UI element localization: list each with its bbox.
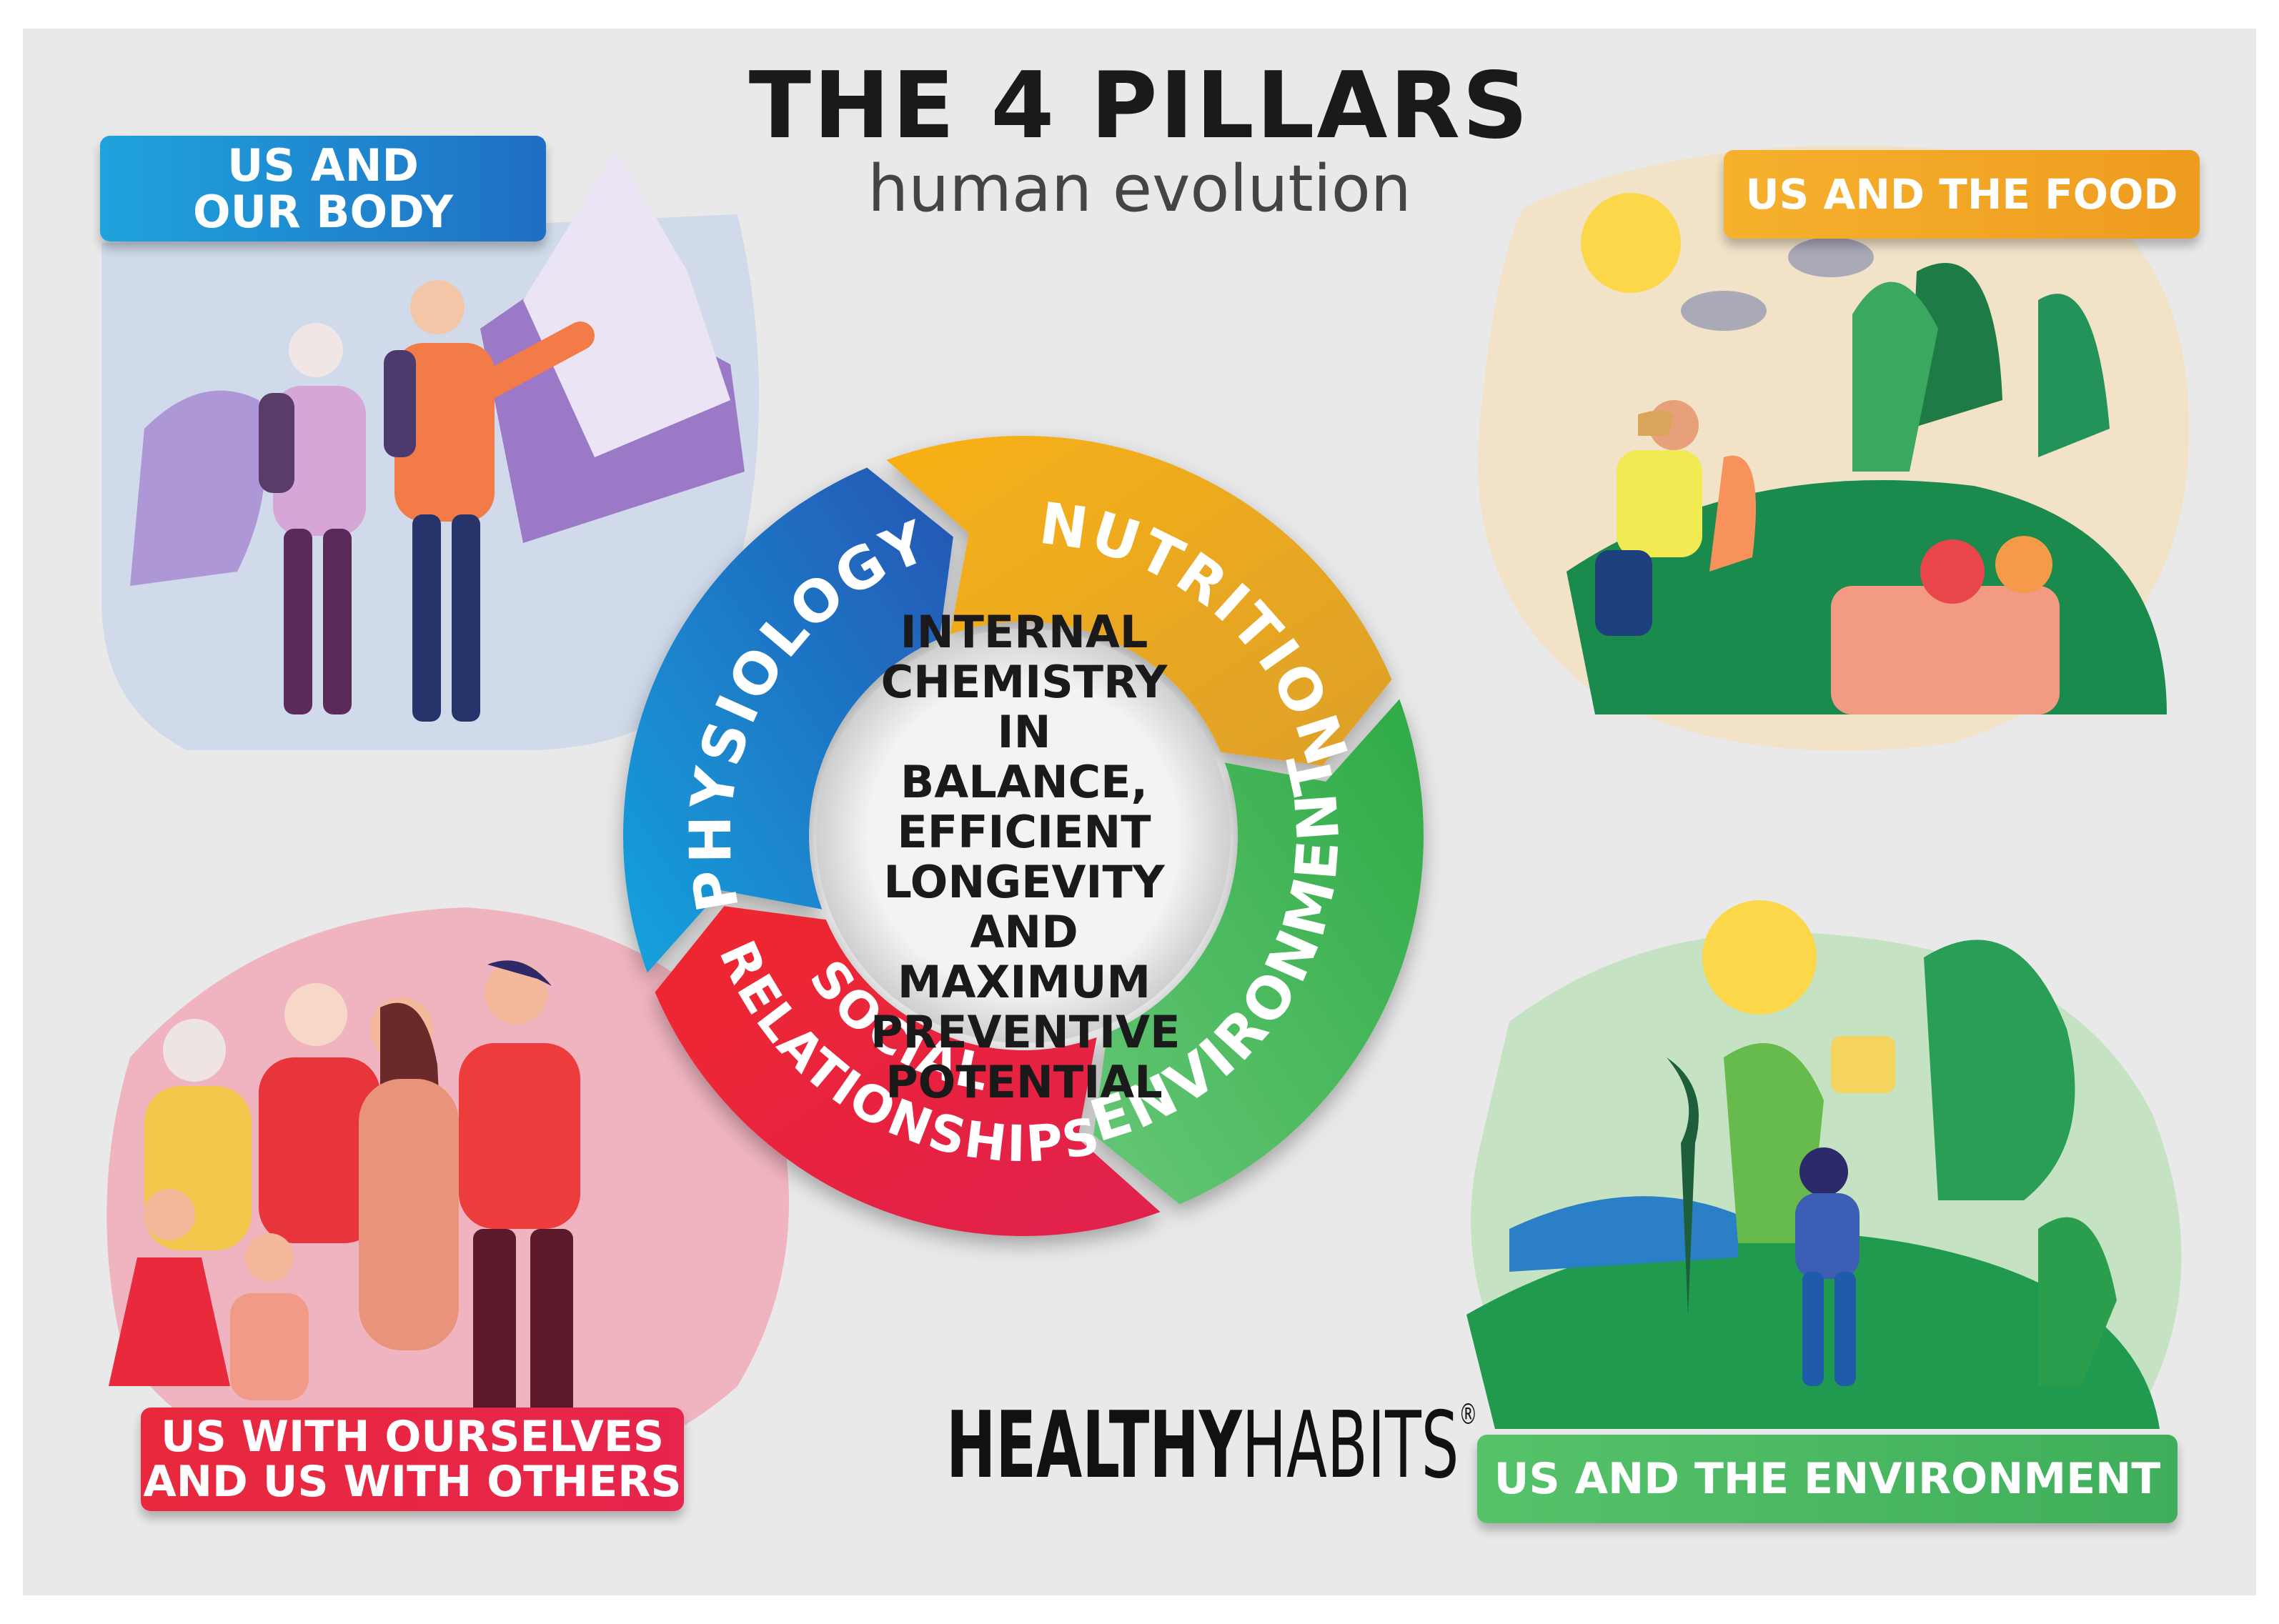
page-title: THE 4 PILLARS: [748, 53, 1531, 159]
center-line: EFFICIENT: [897, 806, 1151, 858]
illustration-layer: PHYSIOLOGY NUTRITION ENVIRONMENT SOCIAL …: [101, 145, 2190, 1488]
label-line: AND US WITH OTHERS: [143, 1456, 682, 1507]
label-line: US WITH OURSELVES: [160, 1411, 665, 1462]
center-line: IN BALANCE,: [900, 706, 1148, 808]
hikers-illustration: [101, 150, 759, 750]
center-line: CHEMISTRY: [880, 656, 1168, 708]
infographic-canvas: PHYSIOLOGY NUTRITION ENVIRONMENT SOCIAL …: [23, 29, 2256, 1595]
farmer-food-illustration: [1477, 145, 2190, 751]
label-us-and-the-food: US AND THE FOOD: [1724, 150, 2200, 239]
brand-bold: HEALTHY: [946, 1393, 1242, 1499]
segment-nutrition: [886, 436, 1392, 766]
label-us-with-ourselves-and-others: US WITH OURSELVES AND US WITH OTHERS: [141, 1408, 684, 1511]
label-line: US AND THE FOOD: [1745, 169, 2178, 219]
center-line: INTERNAL: [900, 606, 1148, 658]
center-line: PREVENTIVE: [870, 1006, 1181, 1058]
label-us-and-our-body: US AND OUR BODY: [100, 136, 546, 241]
page-subtitle: human evolution: [868, 151, 1411, 226]
registered-mark: ®: [1459, 1398, 1478, 1431]
label-line: OUR BODY: [192, 186, 454, 238]
family-illustration: [106, 907, 790, 1488]
label-line: US AND: [227, 139, 419, 191]
pillars-wheel: [623, 436, 1424, 1236]
label-us-and-the-environment: US AND THE ENVIRONMENT: [1477, 1435, 2178, 1523]
center-line: LONGEVITY: [883, 856, 1165, 908]
segment-social-relationships: [655, 906, 1161, 1236]
wheel-center-text: INTERNAL CHEMISTRY IN BALANCE, EFFICIENT…: [870, 606, 1181, 1108]
segment-physiology: [623, 467, 953, 973]
environment-illustration: [1466, 900, 2182, 1429]
wheel-center-disc: [816, 629, 1231, 1043]
label-line: US AND THE ENVIRONMENT: [1494, 1453, 2161, 1504]
segment-environment: [1093, 699, 1424, 1205]
center-line: AND MAXIMUM: [897, 906, 1151, 1008]
brand-light: HABITS: [1241, 1393, 1459, 1499]
healthy-habits-logo: HEALTHYHABITS®: [946, 1400, 1477, 1492]
center-line: POTENTIAL: [885, 1056, 1163, 1108]
